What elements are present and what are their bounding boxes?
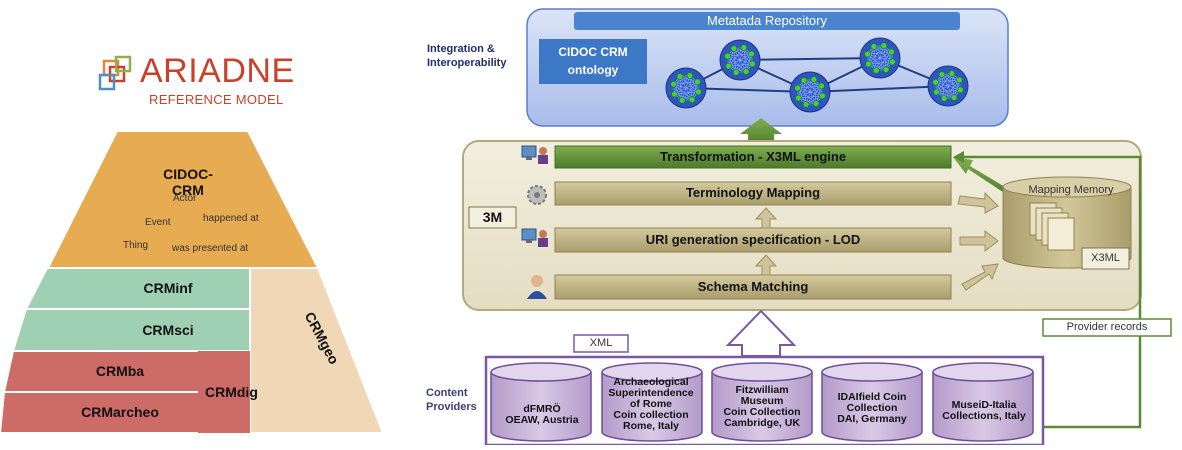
provider-5-label: MuseiD-Italia Collections, Italy [932,400,1036,422]
provider-databases [490,362,1034,442]
transformation-step-label: Transformation - X3ML engine [659,149,847,164]
pyramid-layer-crminf: CRMinf [143,280,193,296]
terminology-step [554,181,952,206]
provider-records-line [960,155,1142,429]
pyramid-top-title: CIDOC-CRM [163,166,213,198]
provider-4-line-1: IDAIfield Coin [837,391,907,403]
ontology-label: CIDOC CRM ontology [539,43,647,79]
network-cluster-icon [719,39,761,81]
ontology-box [539,39,647,84]
memory-feedback-arrow-icon [953,157,1015,198]
terminology-step-label: Terminology Mapping [685,185,821,200]
memory-arrows-icon [957,191,999,291]
schema-step-label: Schema Matching [697,279,809,294]
provider-records-arrowhead-icon [953,151,964,163]
network-cluster-icon [859,37,901,79]
provider-2-line-5: Rome, Italy [622,420,680,432]
integration-label-line-1: Integration & [427,43,495,55]
mapping-memory-title: Mapping Memory [1028,184,1114,196]
pyramid-term-thing: Thing [123,240,149,251]
provider-1-label: dFMRÖ OEAW, Austria [492,404,592,426]
pyramid-term-was-presented-at: was presented at [172,243,249,254]
provider-2-label: Archaeological Superintendence of Rome C… [601,377,701,432]
provider-records-box [1042,318,1172,337]
user-icon [527,275,547,299]
provider-5-line-2: Collections, Italy [942,410,1026,422]
pyramid-layer-crmdig: CRMdig [205,384,258,400]
xml-tag-label: XML [589,337,613,349]
provider-1-line-2: OEAW, Austria [505,414,579,426]
integration-label: Integration & Interoperability [427,42,506,70]
step-up-arrows-icon [754,207,778,276]
pyramid-term-happened-at: happened at [203,213,259,224]
provider-records-label: Provider records [1066,321,1148,333]
gear-icon [527,185,547,205]
mapping-memory-store [1002,176,1132,270]
provider-3-label: Fitzwilliam Museum Coin Collection Cambr… [712,385,812,429]
ontology-label-line-2: ontology [567,63,619,77]
xml-arrow-icon [725,309,797,357]
content-providers-label: Content Providers [426,386,477,414]
database-cylinder-icon [601,362,703,442]
ariadne-logo-icon [98,55,132,91]
upload-arrow-icon [740,118,782,146]
content-providers-label-line-1: Content [426,387,468,399]
pyramid-layer-crmsci: CRMsci [142,322,194,338]
provider-4-line-3: DAI, Germany [837,413,907,425]
pyramid-layer-crmarcheo: CRMarcheo [81,404,159,420]
database-cylinder-icon [821,362,923,442]
repository-title: Metatada Repository [707,13,827,28]
provider-4-label: IDAIfield Coin Collection DAI, Germany [822,392,922,425]
ontology-label-line-1: CIDOC CRM [558,45,628,59]
network-nodes [665,37,969,113]
pyramid-crmdig-fill [198,351,250,433]
operator-computer-icon [521,145,548,164]
provider-4-line-2: Collection [846,402,898,414]
provider-2-line-1: Archaeological [613,376,689,388]
x3ml-tag [1081,247,1130,270]
pyramid-crmgeo-layer [249,267,385,434]
database-cylinder-icon [711,362,813,442]
database-cylinder-icon [932,362,1034,442]
provider-2-line-4: Coin collection [613,409,689,421]
provider-3-line-1: Fitzwilliam [735,384,789,396]
content-providers-label-line-2: Providers [426,401,477,413]
provider-3-line-2: Museum [740,395,784,407]
provider-3-line-3: Coin Collection [723,406,801,418]
pyramid-term-actor: Actor [173,193,197,204]
badge-3m-label: 3M [482,209,503,225]
x3ml-tag-label: X3ML [1091,252,1120,264]
provider-2-line-3: of Rome [630,398,672,410]
network-cluster-icon [927,65,969,107]
xml-tag [573,334,629,353]
provider-3-line-4: Cambridge, UK [724,417,800,429]
integration-label-line-2: Interoperability [427,57,507,69]
database-cylinder-icon [490,362,592,442]
schema-step [554,274,952,300]
operator-computer-icon-2 [521,228,548,247]
network-cluster-icon [665,67,707,109]
provider-1-line-1: dFMRÖ [523,403,561,415]
logo-title: ARIADNE [140,52,295,90]
pyramid-term-event: Event [145,217,171,228]
uri-step [554,227,952,253]
pyramid-layer-crmba: CRMba [95,363,145,379]
uri-step-label: URI generation specification - LOD [645,232,861,247]
logo-subtitle: REFERENCE MODEL [149,92,284,107]
badge-3m [468,206,517,229]
provider-2-line-2: Superintendence [608,387,694,399]
provider-5-line-1: MuseiD-Italia [951,399,1017,411]
repository-title-bar [574,12,960,30]
network-cluster-icon [789,71,831,113]
transformation-step [554,145,952,169]
